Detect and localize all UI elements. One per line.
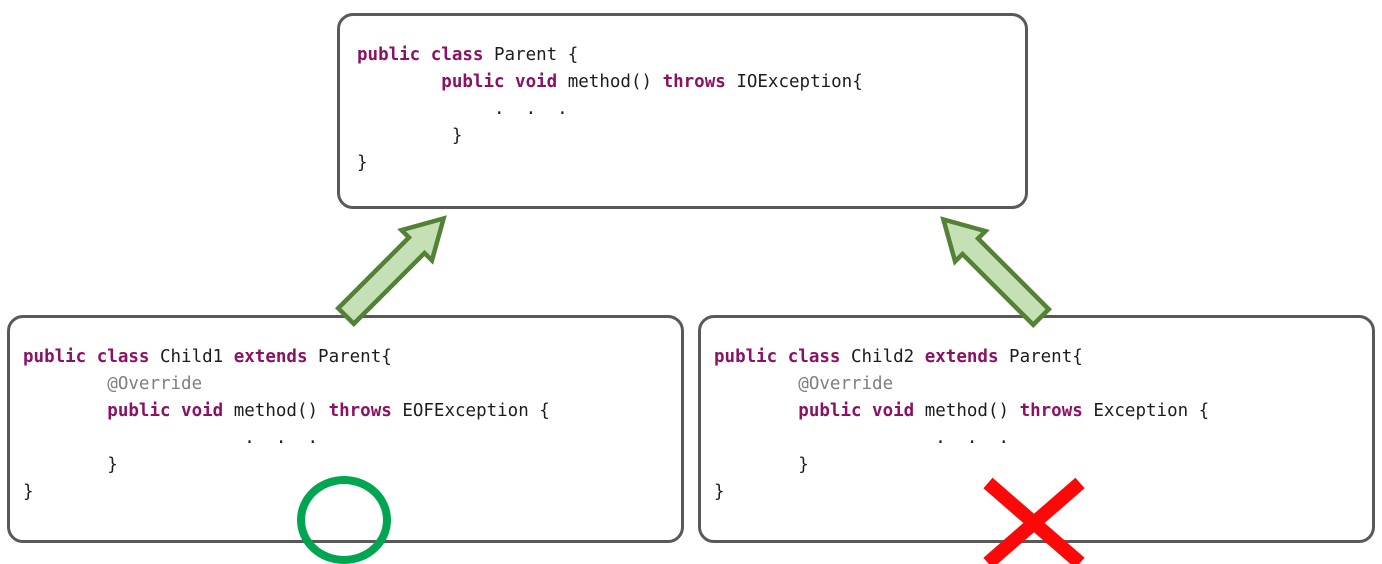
child2-class-box: public class Child2 extends Parent{ @Ove…	[698, 315, 1375, 543]
inheritance-arrow-icon	[940, 216, 1052, 328]
inheritance-arrow-left-shape	[335, 215, 447, 327]
inheritance-arrow-icon	[335, 215, 447, 327]
child2-class-code: public class Child2 extends Parent{ @Ove…	[714, 347, 1210, 502]
ok-circle-icon	[297, 476, 391, 564]
child1-class-code: public class Child1 extends Parent{ @Ove…	[23, 347, 550, 502]
parent-class-box: public class Parent { public void method…	[337, 13, 1028, 209]
inheritance-arrow-right-shape	[940, 216, 1052, 328]
parent-class-code: public class Parent { public void method…	[357, 45, 863, 173]
